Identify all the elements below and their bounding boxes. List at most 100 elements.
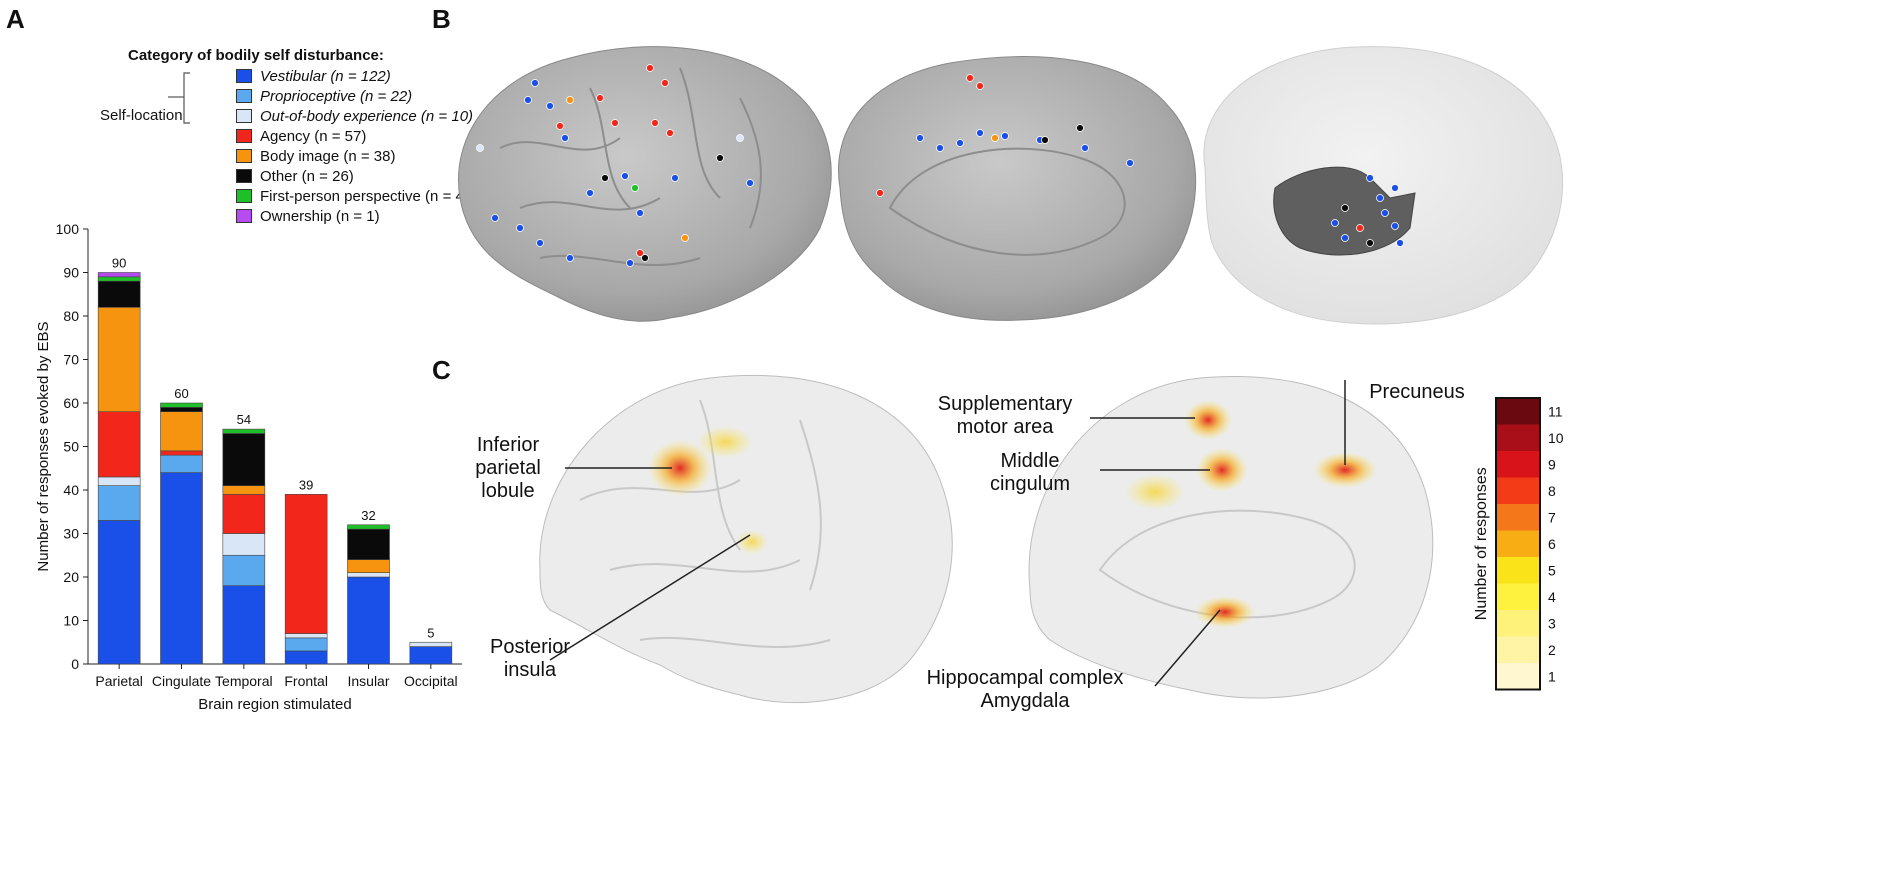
- bar-total-label: 54: [237, 412, 251, 427]
- electrode-dot: [566, 96, 574, 104]
- colorbar-cell: [1496, 477, 1540, 504]
- electrode-dot: [671, 174, 679, 182]
- electrode-dot: [1041, 136, 1049, 144]
- electrode-dot: [1366, 239, 1374, 247]
- legend-label: Ownership (n = 1): [260, 207, 380, 225]
- bar-segment: [222, 494, 266, 534]
- electrode-dot: [1391, 184, 1399, 192]
- bar-segment: [160, 450, 203, 456]
- electrode-dot: [991, 134, 999, 142]
- electrode-dot: [491, 214, 499, 222]
- bar-segment: [347, 528, 390, 560]
- bar-total-label: 32: [361, 508, 375, 523]
- electrode-dot: [601, 174, 609, 182]
- legend-swatch: [236, 209, 252, 223]
- legend-label: First-person perspective (n = 4): [260, 187, 469, 205]
- glass-brain-view: [1203, 46, 1564, 325]
- legend-label: Proprioceptive (n = 22): [260, 87, 413, 105]
- brain-heatmap-panel-c: [539, 374, 1434, 704]
- legend-swatch: [236, 149, 252, 163]
- electrode-dot: [536, 239, 544, 247]
- y-tick-label: 50: [63, 439, 79, 455]
- electrode-dot: [636, 209, 644, 217]
- colorbar-frame: [1495, 397, 1541, 691]
- label-hippocampal-amygdala: Hippocampal complex Amygdala: [926, 667, 1124, 712]
- electrode-dot: [1366, 174, 1374, 182]
- electrode-dot: [936, 144, 944, 152]
- colorbar-tick-label: 8: [1548, 483, 1556, 499]
- y-tick-label: 80: [63, 308, 79, 324]
- pi-hotspot: [736, 530, 768, 554]
- bar-segment: [97, 476, 141, 486]
- label-middle-cingulum: Middle cingulum: [989, 450, 1071, 495]
- electrode-dot: [1356, 224, 1364, 232]
- electrode-dot: [531, 79, 539, 87]
- colorbar-tick-label: 7: [1548, 509, 1556, 525]
- lateral-brain-view: [458, 46, 832, 322]
- electrode-dot: [976, 82, 984, 90]
- legend-label: Out-of-body experience (n = 10): [260, 107, 474, 125]
- electrode-dot: [524, 96, 532, 104]
- bar-segment: [160, 472, 203, 665]
- y-tick-label: 70: [63, 352, 79, 368]
- electrode-dot: [586, 189, 594, 197]
- panel-b-letter: B: [432, 4, 451, 34]
- bar-segment: [284, 633, 328, 639]
- legend-swatch: [236, 89, 252, 103]
- electrode-dot: [716, 154, 724, 162]
- x-tick-label: Frontal: [284, 673, 328, 689]
- bar-segment: [222, 433, 266, 486]
- panel-a-letter: A: [6, 4, 25, 34]
- electrode-dot: [1001, 132, 1009, 140]
- bar-segment: [347, 559, 390, 573]
- colorbar-tick-label: 9: [1548, 456, 1556, 472]
- bar-segment: [222, 533, 266, 556]
- electrode-dot: [666, 129, 674, 137]
- brain-renders-panel-b: [458, 46, 1564, 325]
- electrode-dot: [651, 119, 659, 127]
- bar-segment: [97, 276, 141, 282]
- bar-segment: [160, 402, 203, 408]
- label-inferior-parietal-lobule: Inferior parietal lobule: [475, 434, 541, 502]
- stacked-bar-chart: 010203040506070809010090Parietal60Cingul…: [35, 221, 462, 713]
- colorbar-cell: [1496, 663, 1540, 690]
- legend-swatch: [236, 189, 252, 203]
- colorbar-cell: [1496, 504, 1540, 531]
- legend-label: Agency (n = 57): [260, 127, 367, 145]
- electrode-dot: [626, 259, 634, 267]
- electrode-dot: [1341, 234, 1349, 242]
- mc-hotspot: [1196, 448, 1248, 492]
- bar-segment: [222, 428, 266, 434]
- colorbar-tick-label: 4: [1548, 589, 1556, 605]
- bar-segment: [222, 554, 266, 587]
- left-brain-heatmap: [539, 374, 953, 704]
- electrode-dot: [561, 134, 569, 142]
- self-location-bracket: [168, 72, 190, 124]
- label-supplementary-motor-area: Supplementary motor area: [937, 393, 1073, 438]
- legend-swatch: [236, 169, 252, 183]
- bar-segment: [97, 307, 141, 413]
- electrode-dot: [646, 64, 654, 72]
- ipl-hotspot: [648, 440, 712, 496]
- legend-item: Vestibular (n = 122): [236, 66, 391, 86]
- y-tick-label: 60: [63, 395, 79, 411]
- colorbar-cell: [1496, 398, 1540, 425]
- legend-title: Category of bodily self disturbance:: [128, 47, 384, 64]
- x-tick-label: Cingulate: [152, 673, 211, 689]
- electrode-dot: [516, 224, 524, 232]
- bar-segment: [284, 494, 328, 634]
- legend-item: Proprioceptive (n = 22): [236, 86, 412, 106]
- bar-segment: [160, 411, 203, 452]
- electrode-dot: [1081, 144, 1089, 152]
- legend-label: Vestibular (n = 122): [260, 67, 391, 85]
- label-posterior-insula: Posterior insula: [490, 636, 571, 681]
- warm-area: [697, 426, 753, 458]
- legend-item: Out-of-body experience (n = 10): [236, 106, 473, 126]
- bar-total-label: 39: [299, 477, 313, 492]
- electrode-dot: [1331, 219, 1339, 227]
- electrode-dot: [966, 74, 974, 82]
- warm-area-2: [1125, 474, 1185, 510]
- colorbar-tick-label: 2: [1548, 642, 1556, 658]
- bar-total-label: 5: [427, 625, 434, 640]
